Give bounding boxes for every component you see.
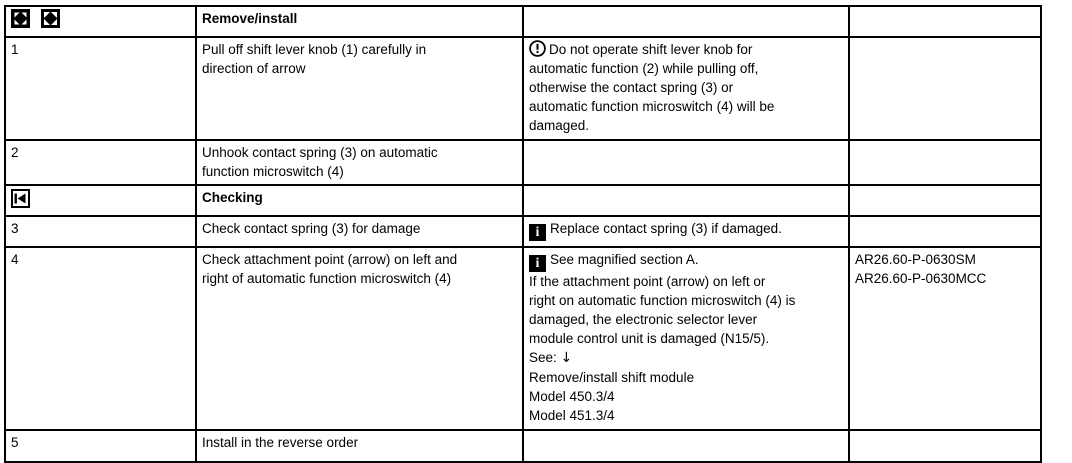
cell-doc-number <box>848 215 1042 248</box>
cell-doc-number <box>848 36 1042 141</box>
doc-number: AR26.60-P-0630MCC <box>855 271 987 286</box>
cell-task-text: Pull off shift lever knob (1) carefully … <box>195 36 524 141</box>
install-icon <box>40 9 60 28</box>
see-label: See: <box>529 350 557 365</box>
note-line: automatic function (2) while pulling off… <box>529 61 759 76</box>
arrow-down-icon: ↓ <box>560 350 573 366</box>
table-row: 4 Check attachment point (arrow) on left… <box>4 246 1042 431</box>
note-line: automatic function microswitch (4) will … <box>529 99 775 114</box>
task-line: function microswitch (4) <box>202 164 344 179</box>
info-icon: i <box>529 255 546 272</box>
task-line: Check attachment point (arrow) on left a… <box>202 252 458 267</box>
caution-icon <box>529 40 546 57</box>
cell-step-checking <box>4 184 197 217</box>
table-row: 1 Pull off shift lever knob (1) carefull… <box>4 36 1042 141</box>
task-line: Unhook contact spring (3) on automatic <box>202 145 438 160</box>
cell-note-text: i See magnified section A. If the attachm… <box>522 246 850 431</box>
cell-note-header <box>522 5 850 38</box>
procedure-table: Remove/install 1 Pull off shift lever kn… <box>4 5 1042 463</box>
cell-note-text <box>522 139 850 186</box>
note-text: Replace contact spring (3) if damaged. <box>550 221 782 236</box>
cell-step-header <box>4 5 197 38</box>
note-line-with-icon: Do not operate shift lever knob for <box>529 40 843 59</box>
note-text: Do not operate shift lever knob for <box>549 42 753 57</box>
note-line-reference: Remove/install shift module <box>529 370 695 385</box>
note-line-see: See: ↓ <box>529 348 843 368</box>
cell-task-header: Remove/install <box>195 5 524 38</box>
note-line-model: Model 451.3/4 <box>529 408 615 423</box>
checking-icon <box>11 189 30 208</box>
cell-doc-checking <box>848 184 1042 217</box>
cell-task-text: Unhook contact spring (3) on automatic f… <box>195 139 524 186</box>
table-row: 2 Unhook contact spring (3) on automatic… <box>4 139 1042 186</box>
note-line: otherwise the contact spring (3) or <box>529 80 734 95</box>
note-line: module control unit is damaged (N15/5). <box>529 331 770 346</box>
procedure-sheet: Remove/install 1 Pull off shift lever kn… <box>4 5 1042 463</box>
cell-doc-number: AR26.60-P-0630SM AR26.60-P-0630MCC <box>848 246 1042 431</box>
cell-step-number: 5 <box>4 429 197 463</box>
cell-task-text: Check attachment point (arrow) on left a… <box>195 246 524 431</box>
cell-note-checking <box>522 184 850 217</box>
task-line: direction of arrow <box>202 61 306 76</box>
info-icon: i <box>529 224 546 241</box>
note-line: If the attachment point (arrow) on left … <box>529 274 766 289</box>
note-line-with-icon: i See magnified section A. <box>529 250 843 272</box>
note-text: See magnified section A. <box>550 252 699 267</box>
note-line: damaged. <box>529 118 590 133</box>
cell-note-text <box>522 429 850 463</box>
table-row-section-checking: Checking <box>4 184 1042 217</box>
cell-task-text: Install in the reverse order <box>195 429 524 463</box>
cell-doc-number <box>848 429 1042 463</box>
note-line-with-icon: i Replace contact spring (3) if damaged. <box>529 219 843 241</box>
cell-note-text: i Replace contact spring (3) if damaged. <box>522 215 850 248</box>
cell-task-text: Check contact spring (3) for damage <box>195 215 524 248</box>
cell-note-text: Do not operate shift lever knob for auto… <box>522 36 850 141</box>
cell-step-number: 4 <box>4 246 197 431</box>
cell-step-number: 3 <box>4 215 197 248</box>
table-row-header: Remove/install <box>4 5 1042 38</box>
cell-step-number: 2 <box>4 139 197 186</box>
task-line: right of automatic function microswitch … <box>202 271 452 286</box>
cell-task-section-title: Checking <box>195 184 524 217</box>
note-line: damaged, the electronic selector lever <box>529 312 758 327</box>
cell-doc-header <box>848 5 1042 38</box>
cell-doc-number <box>848 139 1042 186</box>
remove-icon <box>11 9 30 28</box>
task-line: Pull off shift lever knob (1) carefully … <box>202 42 427 57</box>
note-line-model: Model 450.3/4 <box>529 389 615 404</box>
cell-step-number: 1 <box>4 36 197 141</box>
note-line: right on automatic function microswitch … <box>529 293 796 308</box>
doc-number: AR26.60-P-0630SM <box>855 252 976 267</box>
table-row: 5 Install in the reverse order <box>4 429 1042 463</box>
